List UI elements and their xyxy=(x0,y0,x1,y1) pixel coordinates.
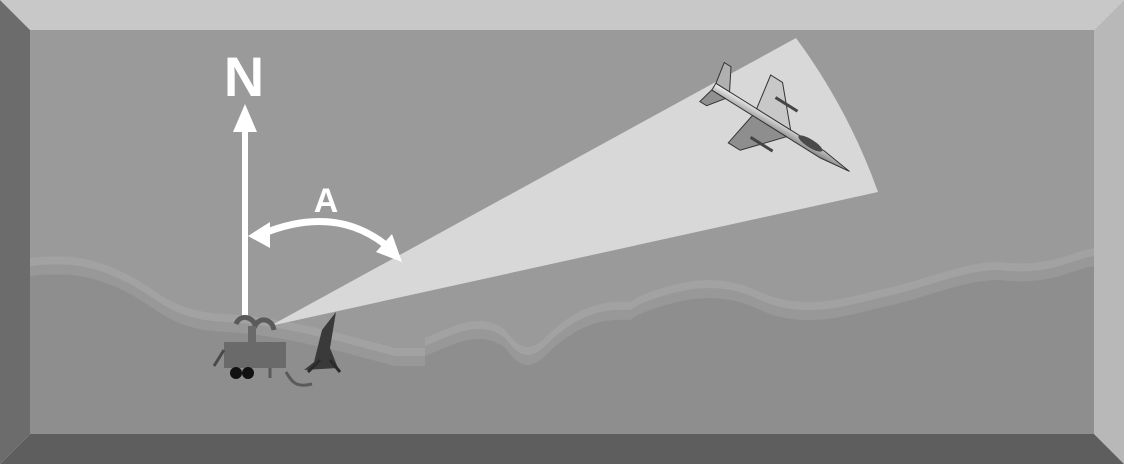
frame-top xyxy=(0,0,1124,30)
frame-left xyxy=(0,0,30,464)
frame-right xyxy=(1094,0,1124,464)
angle-label: A xyxy=(314,182,339,220)
frame-bottom xyxy=(0,434,1124,464)
north-label: N xyxy=(224,45,264,108)
